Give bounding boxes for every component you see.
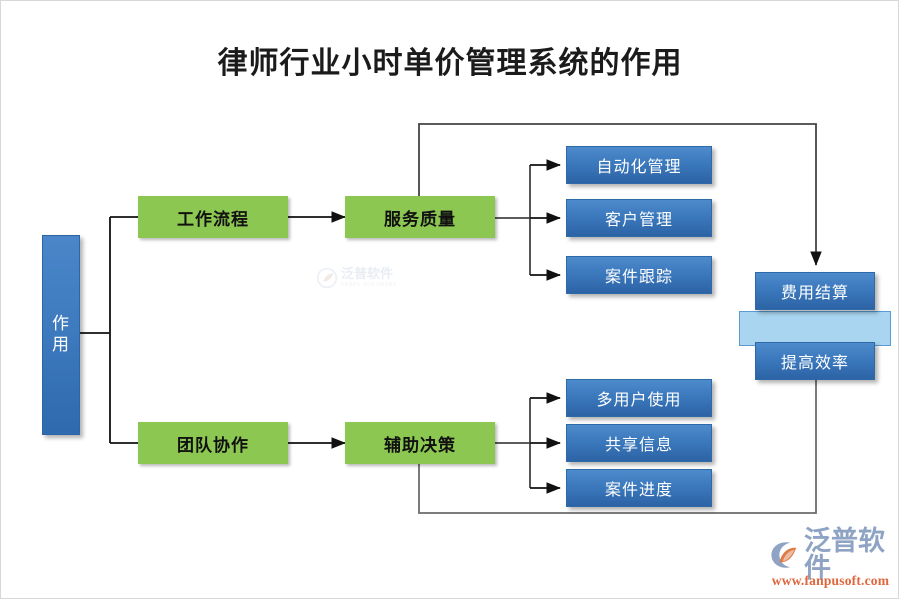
- node-root-char-1: 作: [52, 314, 70, 334]
- node-root[interactable]: 作 用: [42, 235, 80, 435]
- connector-fan-bottom: [495, 398, 531, 488]
- node-case-progress[interactable]: 案件进度: [566, 469, 712, 507]
- connector-bottom-outcome-route: [418, 380, 817, 514]
- outcome-highlight-band: [739, 311, 891, 346]
- node-service-quality[interactable]: 服务质量: [345, 196, 495, 238]
- node-efficiency-improvement[interactable]: 提高效率: [755, 342, 875, 380]
- node-automation-management[interactable]: 自动化管理: [566, 146, 712, 184]
- node-client-management[interactable]: 客户管理: [566, 199, 712, 237]
- connector-root-bracket: [80, 216, 138, 444]
- logo-company-name: 泛普软件: [804, 526, 885, 584]
- node-work-process[interactable]: 工作流程: [138, 196, 288, 238]
- node-case-tracking[interactable]: 案件跟踪: [566, 256, 712, 294]
- page-title: 律师行业小时单价管理系统的作用: [217, 46, 683, 81]
- node-multi-user-access[interactable]: 多用户使用: [566, 379, 712, 417]
- logo-website-url: www.fanpusoft.com: [771, 573, 890, 588]
- connector-top-outcome-route: [418, 123, 822, 266]
- connector-fan-top-arrows: [530, 159, 561, 281]
- node-root-char-2: 用: [52, 335, 70, 354]
- node-decision-support[interactable]: 辅助决策: [345, 422, 495, 464]
- connector-fan-top: [495, 165, 531, 275]
- node-fee-settlement[interactable]: 费用结算: [755, 272, 875, 310]
- logo-mark-icon: [768, 539, 802, 571]
- node-information-sharing[interactable]: 共享信息: [566, 424, 712, 462]
- logo-row: 泛普软件: [768, 528, 893, 582]
- connector-fan-bottom-arrows: [530, 392, 561, 494]
- company-logo: 泛普软件 www.fanpusoft.com: [768, 528, 893, 590]
- node-team-collaboration[interactable]: 团队协作: [138, 422, 288, 464]
